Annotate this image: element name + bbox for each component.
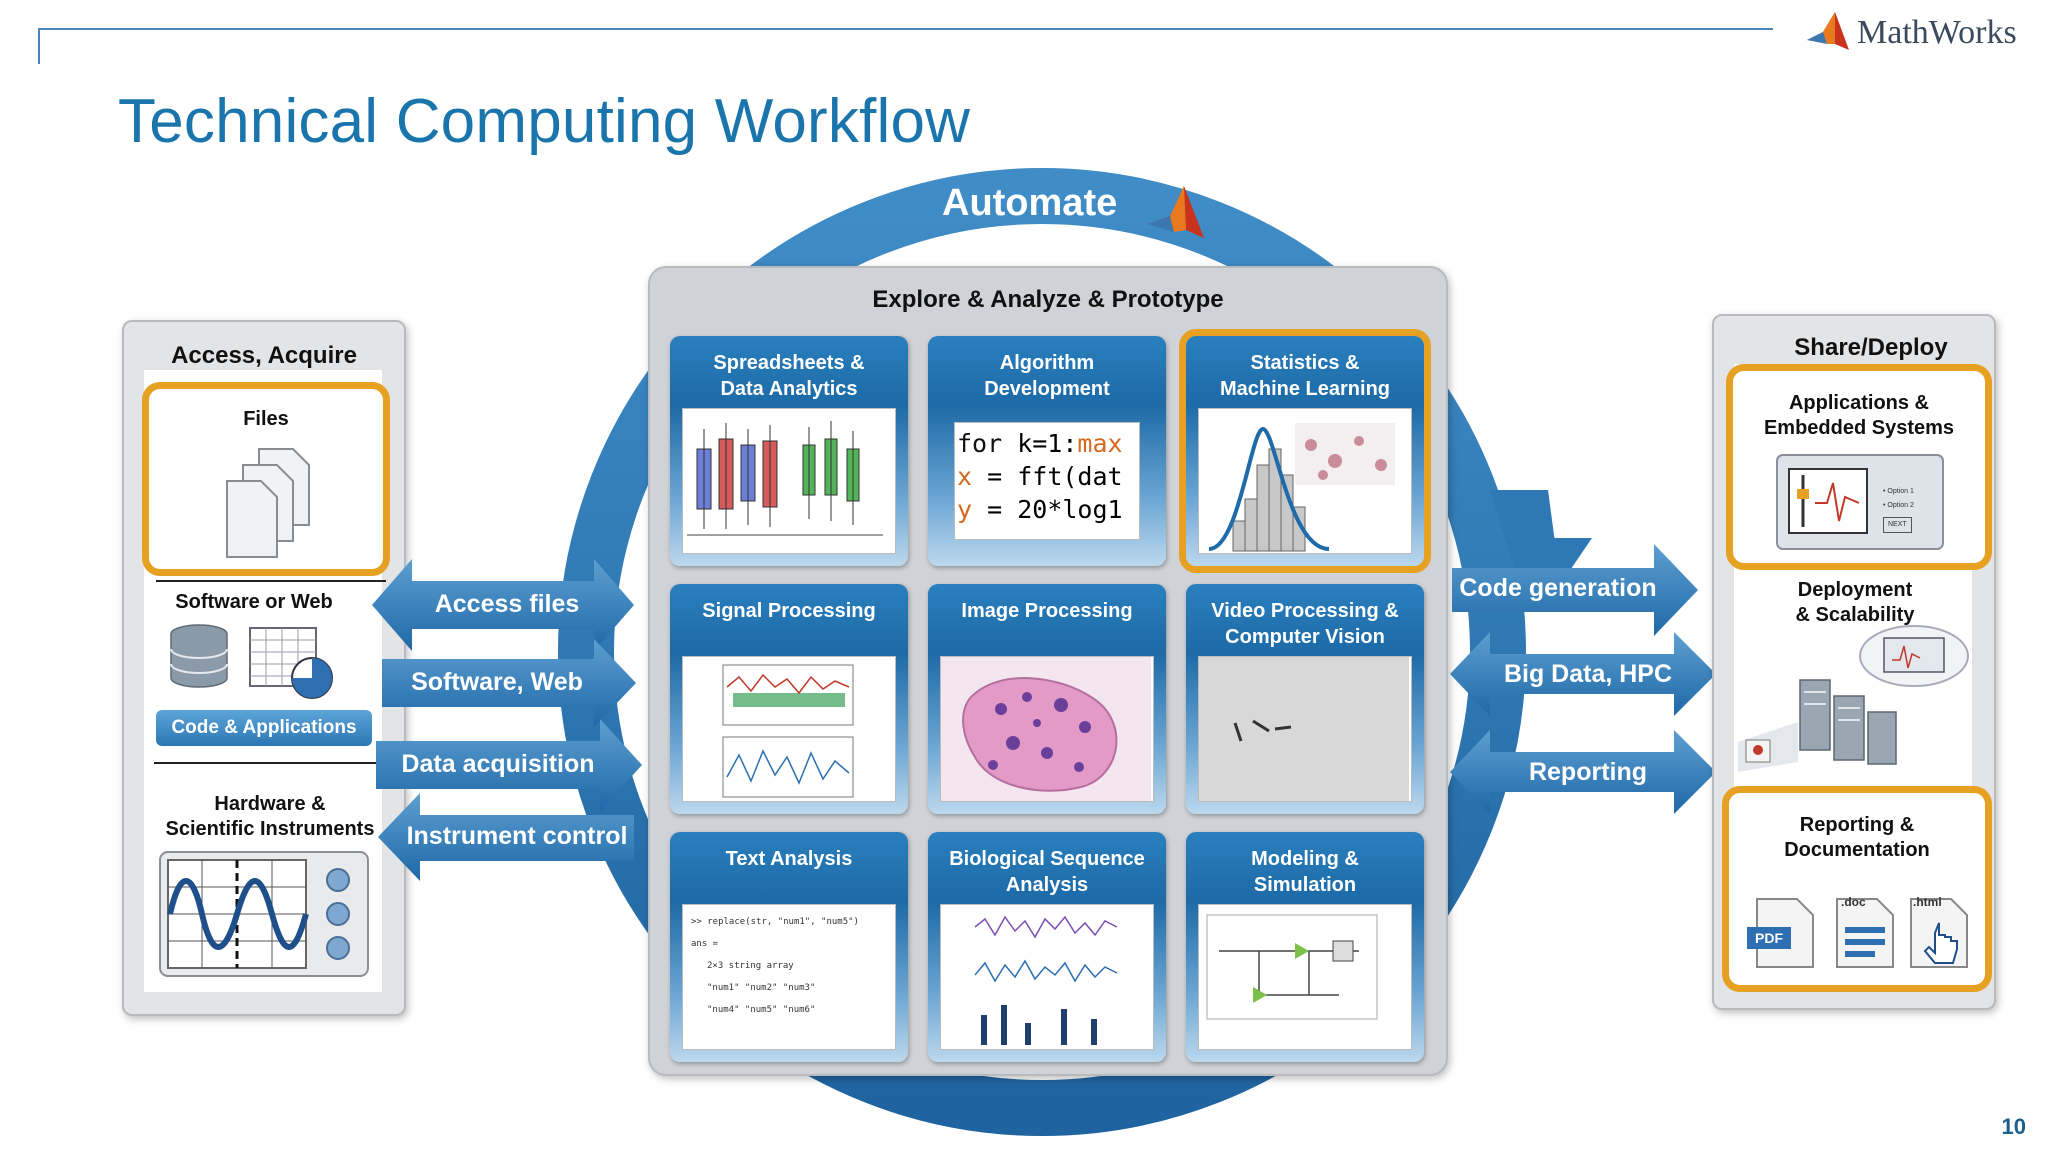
software-web-arrow: Software, Web — [411, 668, 583, 696]
tile-signal-processing[interactable]: Signal Processing — [670, 584, 908, 814]
cell-image-thumbnail — [940, 656, 1154, 802]
tile-text-analysis[interactable]: Text Analysis >> replace(str, "num1", "n… — [670, 832, 908, 1062]
tile-algorithm-label: Algorithm Development — [984, 352, 1110, 400]
instrument-control-arrow: Instrument control — [406, 822, 628, 850]
video-frame-thumbnail — [1198, 656, 1412, 802]
simulink-model-thumbnail — [1198, 904, 1412, 1050]
applications-label: Applications & Embedded Systems — [1763, 392, 1955, 439]
reporting-doc-label: Reporting & Documentation — [1784, 814, 1930, 861]
tile-bio-sequence[interactable]: Biological Sequence Analysis — [928, 832, 1166, 1062]
database-icon — [170, 624, 228, 688]
tile-video-processing[interactable]: Video Processing & Computer Vision — [1186, 584, 1424, 814]
code-thumbnail: for k=1:max x = fft(dat y = 20*log1 — [954, 422, 1140, 540]
access-files-arrow: Access files — [434, 590, 580, 618]
code-line-1: for k=1:max — [957, 429, 1123, 458]
files-label: Files — [243, 408, 289, 430]
text-line-2: ans = — [691, 939, 719, 949]
pdf-label: PDF — [1755, 930, 1783, 946]
signal-plot-thumbnail — [682, 656, 896, 802]
code-line-2: x = fft(dat — [957, 462, 1123, 491]
tile-statistics[interactable]: Statistics & Machine Learning — [1186, 336, 1424, 566]
files-icon — [226, 448, 310, 558]
access-panel-title: Access, Acquire — [171, 342, 357, 369]
deployment-label: Deployment & Scalability — [1795, 579, 1915, 626]
page-number: 10 — [2001, 1114, 2026, 1139]
tile-video-label: Video Processing & Computer Vision — [1211, 600, 1399, 648]
spreadsheet-chart-icon — [249, 627, 333, 699]
sequence-plot-thumbnail — [940, 904, 1154, 1050]
logo-text: MathWorks — [1857, 14, 2017, 51]
text-line-1: >> replace(str, "num1", "num5") — [691, 917, 859, 927]
tile-spreadsheets-label: Spreadsheets & Data Analytics — [713, 352, 865, 400]
tile-modeling-label: Modeling & Simulation — [1251, 848, 1359, 896]
mathworks-logo: MathWorks — [1805, 8, 2017, 58]
app-options: • Option 1 • Option 2 NEXT — [1883, 485, 1914, 533]
access-acquire-panel: Access, Acquire Files Software or Web Co… — [122, 320, 406, 1016]
boxplot-thumbnail — [682, 408, 896, 554]
pdf-icon — [1747, 898, 1814, 968]
tile-text-label: Text Analysis — [725, 848, 853, 870]
app-next-button: NEXT — [1883, 517, 1912, 533]
software-web-label: Software or Web — [175, 591, 333, 613]
explore-panel-title: Explore & Analyze & Prototype — [872, 286, 1224, 313]
html-label: .html — [1913, 895, 1942, 909]
membrane-logo-icon — [1807, 12, 1849, 50]
code-generation-arrow: Code generation — [1459, 574, 1657, 602]
tile-spreadsheets[interactable]: Spreadsheets & Data Analytics — [670, 336, 908, 566]
big-data-hpc-arrow: Big Data, HPC — [1503, 660, 1673, 688]
html-hand-icon — [1910, 898, 1968, 968]
files-box: Files — [142, 382, 390, 576]
distribution-thumbnail — [1198, 408, 1412, 554]
oscilloscope-icon — [159, 851, 369, 977]
explore-analyze-panel: Explore & Analyze & Prototype Spreadshee… — [648, 266, 1448, 1076]
left-divider-2 — [154, 762, 386, 764]
doc-icon — [1836, 898, 1894, 968]
hardware-label: Hardware & Scientific Instruments — [165, 793, 375, 840]
tile-algorithm[interactable]: Algorithm Development for k=1:max x = ff… — [928, 336, 1166, 566]
code-applications-chip: Code & Applications — [156, 710, 372, 746]
applications-box: Applications & Embedded Systems • Option… — [1726, 364, 1992, 570]
text-line-4: "num1" "num2" "num3" — [707, 983, 816, 993]
right-arrows-group — [1450, 544, 1716, 814]
code-line-3: y = 20*log1 — [957, 495, 1123, 524]
header-rule — [38, 28, 1773, 30]
text-analysis-thumbnail: >> replace(str, "num1", "num5") ans = 2×… — [682, 904, 896, 1050]
doc-label: .doc — [1841, 895, 1866, 909]
header-rule-tick — [38, 28, 40, 64]
reporting-arrow: Reporting — [1528, 758, 1648, 786]
app-window-icon — [1776, 454, 1944, 550]
share-deploy-panel: Share/Deploy Applications & Embedded Sys… — [1712, 314, 1996, 1010]
tile-image-label: Image Processing — [961, 600, 1133, 622]
share-panel-title: Share/Deploy — [1794, 334, 1948, 361]
left-divider-1 — [156, 580, 386, 582]
left-arrows-group — [372, 559, 642, 881]
app-option-2: • Option 2 — [1883, 502, 1914, 509]
page-title: Technical Computing Workflow — [118, 87, 971, 156]
automate-label: Automate — [942, 182, 1118, 224]
tile-statistics-label: Statistics & Machine Learning — [1219, 352, 1391, 400]
text-line-3: 2×3 string array — [707, 961, 794, 971]
tile-modeling[interactable]: Modeling & Simulation — [1186, 832, 1424, 1062]
tile-bio-label: Biological Sequence Analysis — [949, 848, 1145, 896]
tile-signal-label: Signal Processing — [702, 600, 876, 622]
tile-image-processing[interactable]: Image Processing — [928, 584, 1166, 814]
reporting-box: Reporting & Documentation PDF .doc .html — [1722, 786, 1992, 992]
deployment-servers-icon — [1738, 625, 1969, 772]
text-line-5: "num4" "num5" "num6" — [707, 1005, 816, 1015]
app-option-1: • Option 1 — [1883, 488, 1914, 495]
data-acquisition-arrow: Data acquisition — [401, 750, 595, 778]
